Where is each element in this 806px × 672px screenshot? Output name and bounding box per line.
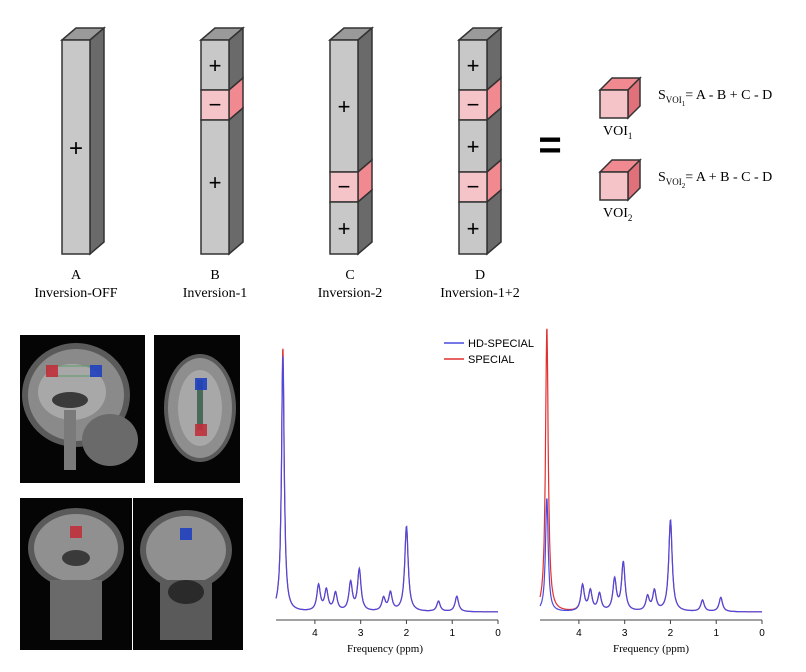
bar-c-side-top — [357, 26, 373, 174]
spectrum-1-line-special — [275, 348, 498, 613]
bar-d-sign-3: + — [467, 134, 480, 159]
bar-a: + — [59, 26, 107, 256]
bar-a-caption: Inversion-OFF — [34, 286, 118, 301]
bar-b-front-bottom — [200, 119, 230, 255]
bar-b-side-bottom — [228, 106, 244, 256]
spectrum-1-tick-label: 0 — [495, 628, 501, 639]
spectrum-2-xlabel: Frequency (ppm) — [613, 643, 689, 655]
coronal1-voi-red — [70, 526, 82, 538]
spectrum-2-line-hd — [539, 498, 762, 613]
voi1-formula-rhs: = A - B + C - D — [685, 88, 773, 103]
mri-coronal-2 — [133, 498, 243, 650]
spectrum-2-tick-label: 1 — [713, 628, 719, 639]
voi1-label-text: VOI — [603, 124, 628, 139]
bar-b-letter: B — [210, 268, 220, 283]
spectrum-2-tick-label: 3 — [622, 628, 628, 639]
bar-d-side-3 — [486, 188, 502, 256]
bar-d-caption: Inversion-1+2 — [440, 286, 520, 301]
spectrum-2-tick-label: 2 — [668, 628, 674, 639]
legend-hd-label: HD-SPECIAL — [468, 338, 534, 350]
bar-a-sign-1: + — [69, 135, 83, 162]
bar-d: + − + − + — [456, 26, 504, 256]
bar-c-front-bottom — [329, 201, 359, 255]
voi2-cube — [598, 158, 642, 202]
spectrum-1-tick-label: 2 — [404, 628, 410, 639]
voi1-label: VOI1 — [603, 124, 632, 141]
spectrum-2-tick-label: 4 — [576, 628, 582, 639]
bar-d-sign-5: + — [467, 216, 480, 241]
equals-sign: = — [538, 123, 561, 167]
spectrum-2-line-special — [539, 328, 763, 613]
spectrum-1-line-hd — [275, 356, 498, 613]
spectrum-1: 4 3 2 1 0 Frequency (ppm) — [275, 348, 501, 655]
bar-c-side-bottom — [357, 188, 373, 256]
mri-axial — [154, 335, 240, 483]
voi2-formula-subsub: 2 — [681, 181, 686, 190]
bar-a-front — [61, 39, 91, 255]
mri-coronal-1 — [20, 498, 132, 650]
spectrum-1-tick-label: 3 — [358, 628, 364, 639]
bar-c-sign-2: − — [338, 174, 351, 199]
voi2-label: VOI2 — [603, 206, 632, 223]
sagittal-voi-blue — [90, 365, 102, 377]
bar-c-front-top — [329, 39, 359, 173]
axial-voi-blue — [195, 378, 207, 390]
bar-c-sign-1: + — [338, 94, 351, 119]
bar-d-sign-4: − — [467, 174, 480, 199]
sagittal-voi-red — [46, 365, 58, 377]
spectrum-1-xlabel: Frequency (ppm) — [347, 643, 423, 655]
legend-sp-label: SPECIAL — [468, 354, 514, 366]
bar-d-slab-2 — [458, 171, 488, 203]
spectrum-1-tick-label: 1 — [449, 628, 455, 639]
voi2-formula-sub: VOI — [665, 176, 682, 187]
voi2-formula-s: S — [658, 170, 666, 185]
spectrum-2: 4 3 2 1 0 Frequency (ppm) — [539, 328, 765, 655]
bar-b-sign-3: + — [209, 170, 222, 195]
bar-c-caption: Inversion-2 — [317, 286, 383, 301]
voi2-label-text: VOI — [603, 206, 628, 221]
spectrum-1-tick-label: 4 — [312, 628, 318, 639]
spectrum-2-tick-label: 0 — [759, 628, 765, 639]
voi1-cube — [598, 76, 642, 120]
bar-d-slab-1 — [458, 89, 488, 121]
bar-c: + − + — [327, 26, 375, 256]
mri-sagittal — [20, 335, 145, 483]
bar-b-sign-2: − — [209, 92, 222, 117]
voi1-formula-subsub: 1 — [681, 99, 686, 108]
bar-b: + − + — [198, 26, 246, 256]
axial-voi-red — [195, 424, 207, 436]
voi1-formula-sub: VOI — [665, 94, 682, 105]
voi1-label-sub: 1 — [627, 130, 633, 141]
coronal2-voi-blue — [180, 528, 192, 540]
bar-d-letter: D — [474, 268, 486, 283]
bar-d-sign-2: − — [467, 92, 480, 117]
bar-c-letter: C — [345, 268, 355, 283]
bar-c-sign-3: + — [338, 216, 351, 241]
bar-b-caption: Inversion-1 — [182, 286, 248, 301]
voi2-formula-rhs: = A + B - C - D — [685, 170, 773, 185]
voi2-label-sub: 2 — [627, 212, 633, 223]
legend: HD-SPECIAL SPECIAL — [444, 338, 534, 366]
bar-d-front-3 — [458, 201, 488, 255]
bar-a-letter: A — [70, 268, 82, 283]
bar-a-side — [89, 26, 105, 256]
bar-b-sign-1: + — [209, 53, 222, 78]
voi1-formula: SVOI1= A - B + C - D — [658, 88, 772, 108]
bar-d-sign-1: + — [467, 53, 480, 78]
voi2-formula: SVOI2= A + B - C - D — [658, 170, 772, 190]
voi1-formula-s: S — [658, 88, 666, 103]
